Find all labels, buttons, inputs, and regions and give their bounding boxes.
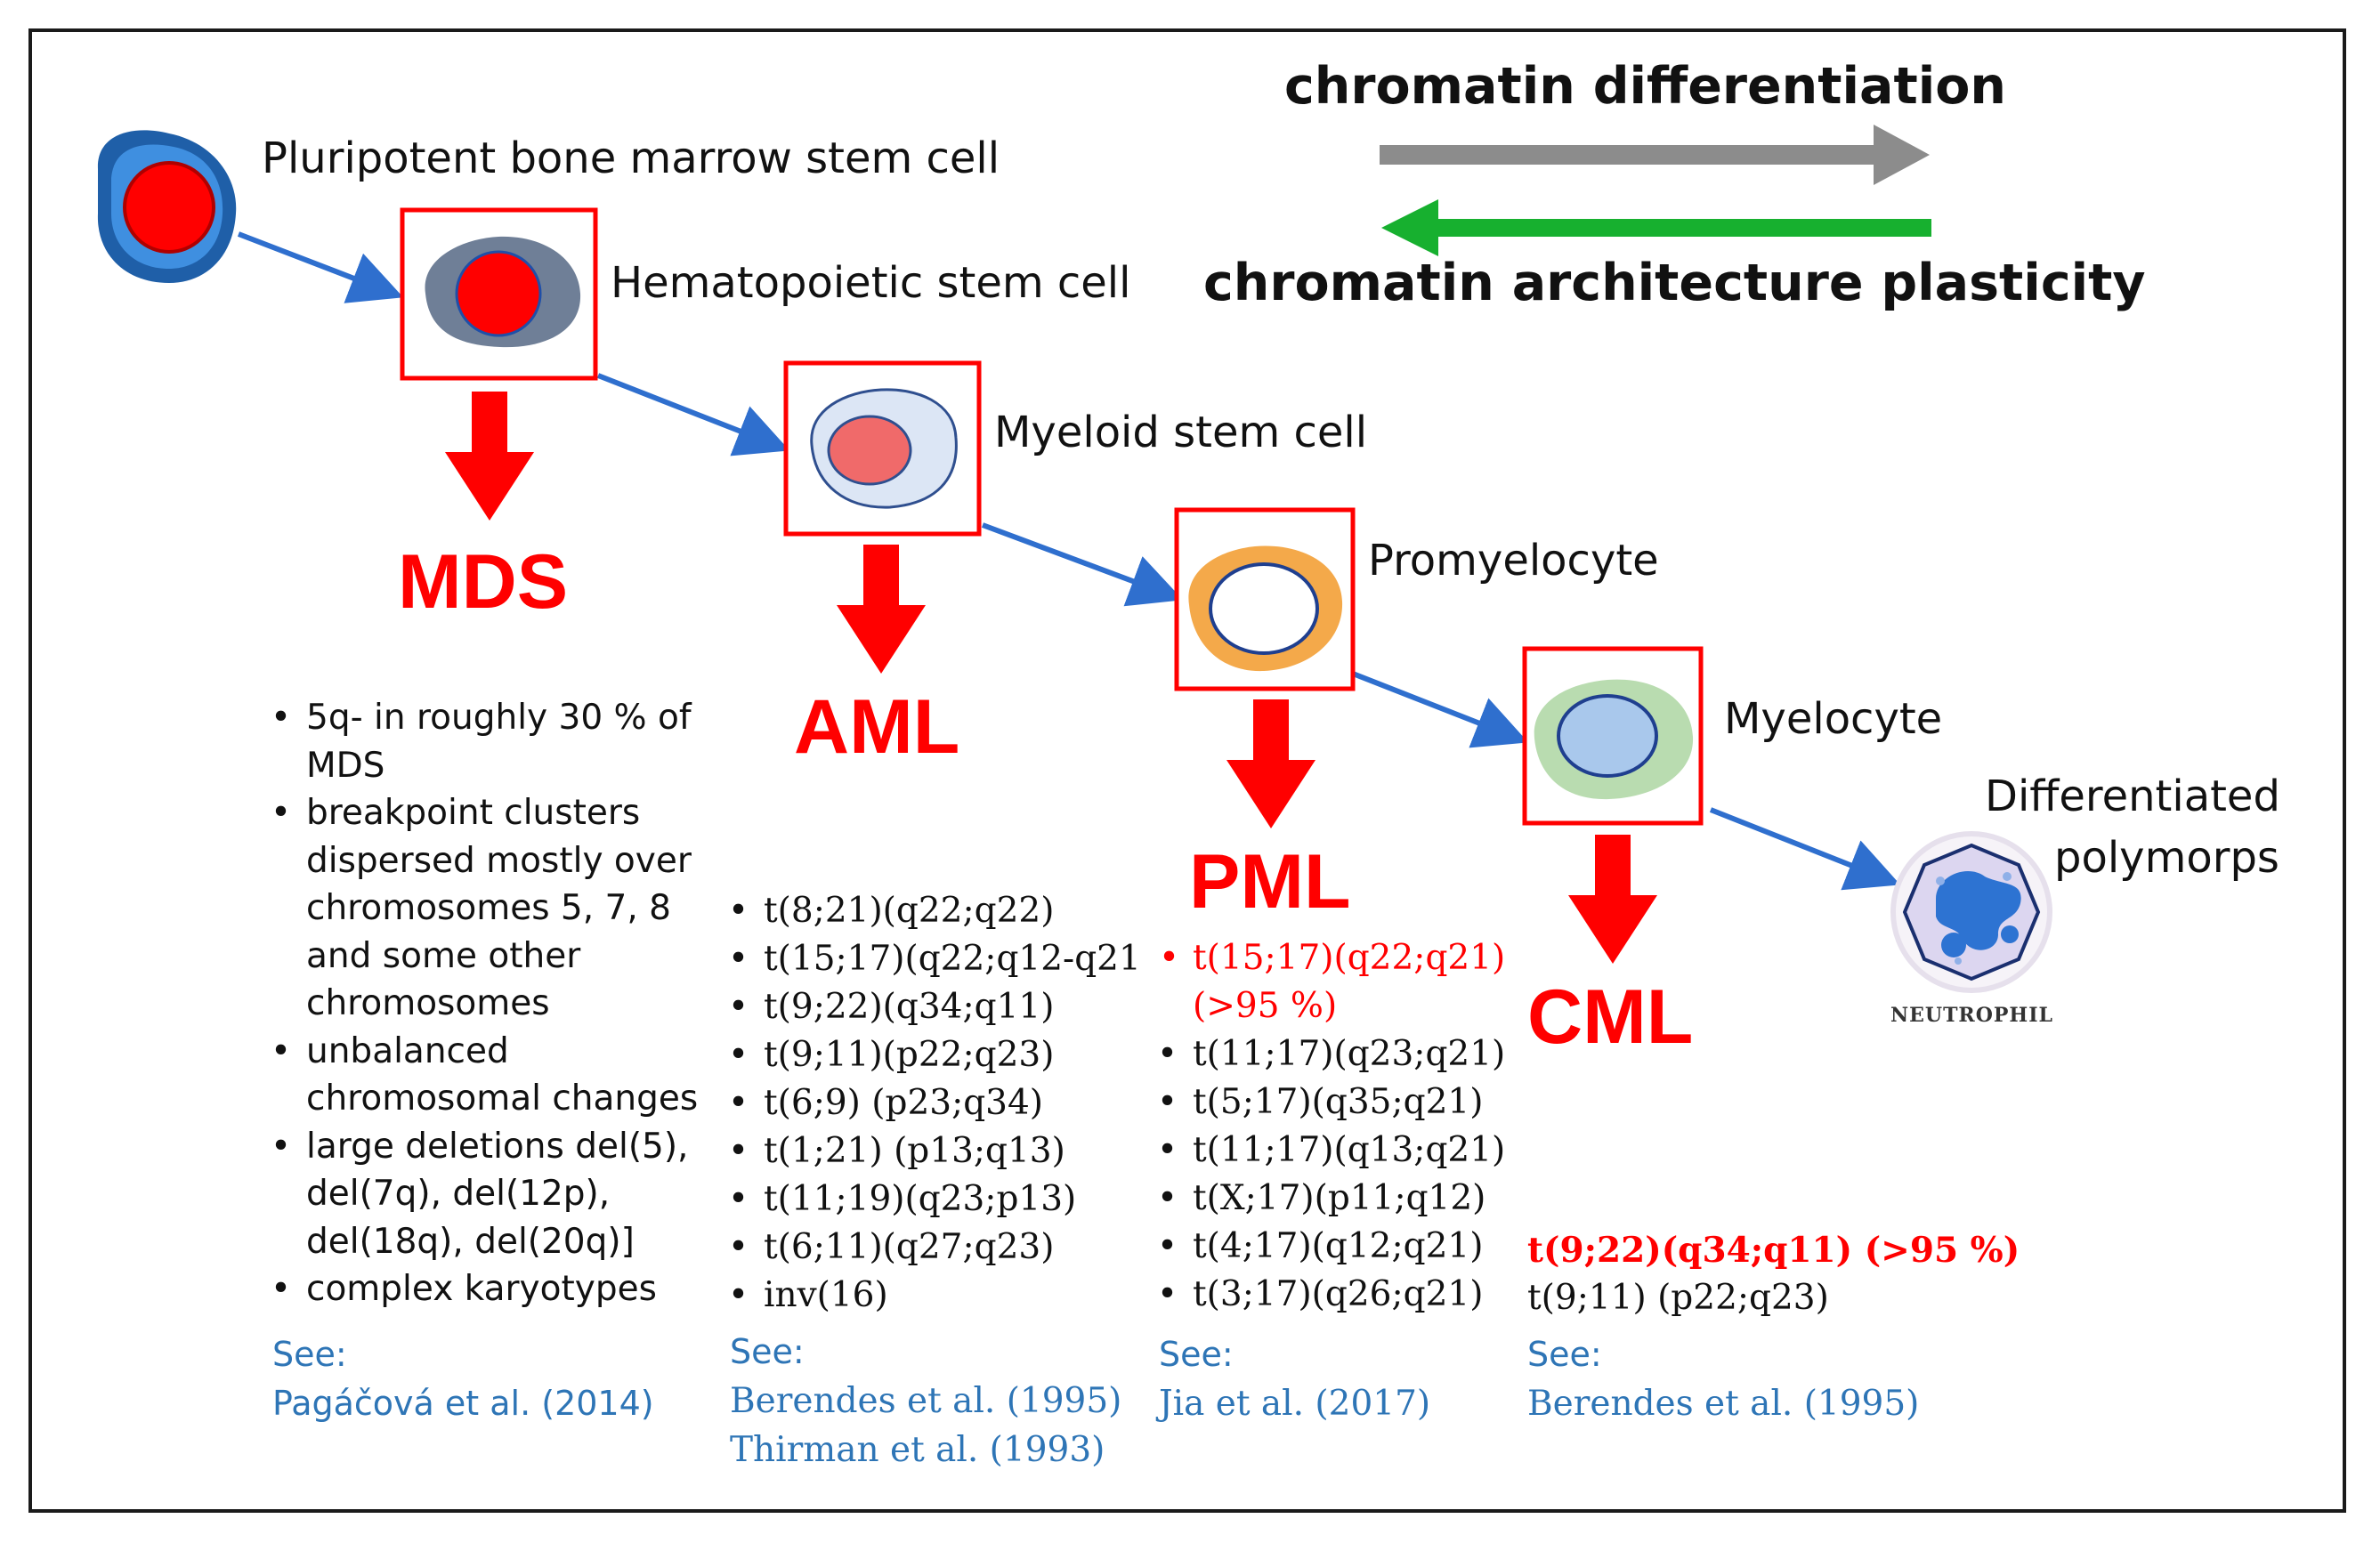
mds-item-cont: del(7q), del(12p), [306,1174,611,1214]
label-pluripotent-stem-cell: Pluripotent bone marrow stem cell [262,133,1000,183]
aml-item: •t(6;11)(q27;q23) [728,1227,1055,1267]
label-myelocyte: Myelocyte [1724,694,1943,744]
cml-reference[interactable]: Berendes et al. (1995) [1527,1384,1920,1424]
cml-highlight-translocation: t(9;22)(q34;q11) (>95 %) [1527,1230,2020,1271]
disease-aml: AML [794,684,960,770]
pml-item: •t(3;17)(q26;q21) [1157,1274,1484,1314]
red-down-arrows [445,392,1657,964]
aml-item: •t(8;21)(q22;q22) [728,891,1055,931]
aml-see-label: See: [730,1332,805,1371]
mds-item: •complex karyotypes [271,1269,657,1309]
mds-item-cont: chromosomes 5, 7, 8 [306,888,671,928]
myeloid-stem-cell-icon [783,360,982,537]
neutrophil-icon [1890,831,2052,993]
label-polymorps: polymorps [2054,833,2279,883]
pluripotent-stem-cell-icon [97,130,237,283]
label-neutrophil: NEUTROPHIL [1890,1004,2053,1027]
mds-down-arrow [445,392,534,521]
myelocyte-icon [1522,646,1704,826]
pml-highlight-translocation: t(15;17)(q22;q21) [1193,938,1506,978]
mds-item: •large deletions del(5), [271,1126,689,1167]
mds-item-cont: and some other [306,935,581,976]
flow-arrow-2 [596,373,790,456]
label-differentiated: Differentiated [1985,771,2280,821]
mds-item-cont: del(18q), del(20q)] [306,1221,635,1262]
aml-list: •t(8;21)(q22;q22) •t(15;17)(q22;q12-q21 … [728,887,1141,1320]
aml-reference-2[interactable]: Thirman et al. (1993) [730,1430,1105,1470]
aml-item: •t(9;11)(p22;q23) [728,1035,1055,1075]
pml-item: •t(5;17)(q35;q21) [1157,1082,1484,1122]
disease-pml: PML [1189,839,1351,925]
aml-reference-1[interactable]: Berendes et al. (1995) [730,1381,1122,1421]
cml-down-arrow [1568,835,1657,964]
aml-item: •inv(16) [728,1275,888,1315]
diagram-frame [28,28,2346,1513]
flow-arrow-4 [1351,671,1529,748]
pml-reference[interactable]: Jia et al. (2017) [1159,1384,1431,1424]
pml-item: •t(11;17)(q13;q21) [1157,1130,1506,1170]
mds-item: •breakpoint clusters [271,793,641,833]
pml-down-arrow [1226,699,1315,828]
aml-item: •t(1;21) (p13;q13) [728,1131,1065,1171]
mds-reference[interactable]: Pagáčová et al. (2014) [272,1384,654,1423]
aml-down-arrow [837,545,926,674]
aml-item: •t(9;22)(q34;q11) [728,987,1055,1027]
mds-list: •5q- in roughly 30 % of MDS •breakpoint … [271,694,699,1313]
disease-cml: CML [1527,974,1694,1060]
legend-chromatin-differentiation: chromatin differentiation [1284,57,2006,116]
label-myeloid-stem-cell: Myeloid stem cell [994,408,1368,457]
pml-item: •t(X;17)(p11;q12) [1157,1178,1486,1218]
disease-mds: MDS [398,539,569,625]
label-hematopoietic-stem-cell: Hematopoietic stem cell [611,258,1131,308]
hematopoietic-stem-cell-icon [400,207,598,381]
pml-item: •t(11;17)(q23;q21) [1157,1034,1506,1074]
cml-item: t(9;11) (p22;q23) [1527,1278,1829,1318]
cml-see-label: See: [1527,1335,1602,1374]
mds-item: •unbalanced [271,1030,509,1071]
chromatin-differentiation-arrow [1380,125,1930,185]
mds-item-cont: dispersed mostly over [306,840,692,881]
pml-see-label: See: [1159,1335,1234,1374]
pml-list: •t(11;17)(q23;q21) •t(5;17)(q35;q21) •t(… [1157,1030,1506,1319]
promyelocyte-icon [1174,507,1356,691]
mds-see-label: See: [272,1335,347,1374]
mds-item-cont: MDS [306,745,385,786]
pml-item: •t(4;17)(q12;q21) [1157,1226,1484,1266]
mds-item-cont: chromosomal changes [306,1078,699,1119]
aml-item: •t(15;17)(q22;q12-q21 [728,939,1141,979]
label-promyelocyte: Promyelocyte [1368,536,1659,586]
legend-chromatin-plasticity: chromatin architecture plasticity [1203,254,2146,312]
mds-item-cont: chromosomes [306,983,550,1023]
flow-arrows [237,231,1901,891]
aml-item: •t(11;19)(q23;p13) [728,1179,1077,1219]
aml-item: •t(6;9) (p23;q34) [728,1083,1044,1123]
chromatin-plasticity-arrow [1381,199,1931,256]
flow-arrow-3 [981,522,1184,607]
mds-item: •5q- in roughly 30 % of [271,698,692,738]
pml-highlight-bullet: • [1159,938,1180,978]
flow-arrow-5 [1709,807,1901,891]
pml-highlight-frequency: (>95 %) [1193,986,1338,1026]
flow-arrow-1 [237,231,404,303]
